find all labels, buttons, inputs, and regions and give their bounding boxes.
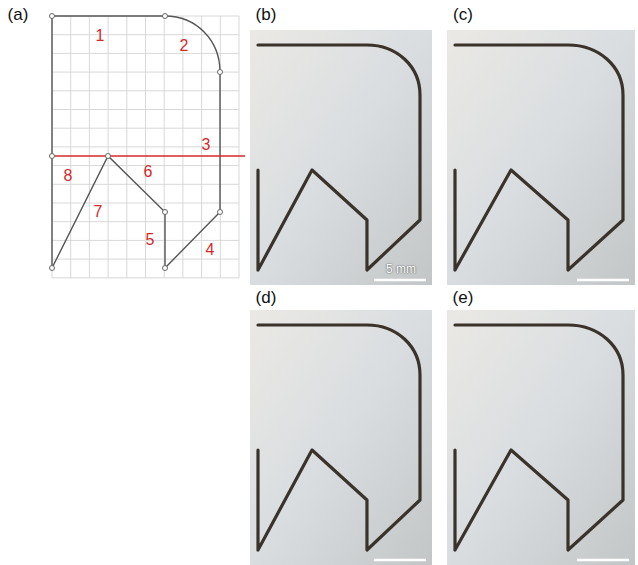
- panel-label: (c): [453, 6, 473, 23]
- segment-number: 6: [144, 164, 153, 180]
- engraved-line: [258, 45, 420, 270]
- engraved-line: [258, 325, 420, 550]
- grid-line: [52, 240, 239, 241]
- vertex-point: [218, 210, 223, 215]
- segment-number: 3: [202, 137, 211, 153]
- vertex-point: [163, 14, 168, 19]
- section-line: [52, 155, 245, 156]
- panel-label: (a): [8, 6, 29, 23]
- scale-label: 5 mm: [386, 263, 416, 275]
- segment-number: 1: [96, 28, 105, 44]
- toolpath-design: [50, 14, 246, 271]
- engraving-photos: [250, 30, 635, 565]
- grid-line: [52, 34, 239, 35]
- grid: [52, 16, 239, 278]
- vertex-point: [163, 210, 168, 215]
- vertex-point: [50, 154, 55, 159]
- segment-number: 2: [180, 38, 189, 54]
- grid-line: [52, 277, 239, 278]
- grid-line: [52, 203, 239, 204]
- grid-line: [52, 184, 239, 185]
- photo-background: [250, 30, 432, 285]
- scale-bar: [577, 559, 629, 562]
- segment-number: 7: [94, 204, 103, 220]
- toolpath: [52, 16, 220, 268]
- vertex-point: [50, 14, 55, 19]
- scale-bar: [577, 279, 629, 282]
- photo-background: [447, 310, 635, 565]
- panel-label: (d): [256, 289, 277, 306]
- scale-bar: [374, 559, 426, 562]
- panel-label: (e): [453, 289, 474, 306]
- grid-line: [52, 109, 239, 110]
- segment-number: 8: [64, 168, 73, 184]
- grid-line: [52, 72, 239, 73]
- vertex-point: [163, 266, 168, 271]
- vertex-point: [50, 266, 55, 271]
- segment-number: 4: [206, 242, 215, 258]
- photo-background: [447, 30, 635, 285]
- engraved-line: [455, 325, 623, 550]
- vertex-point: [218, 70, 223, 75]
- grid-line: [52, 146, 239, 147]
- panel-label: (b): [256, 6, 277, 23]
- engraved-line: [455, 45, 623, 270]
- grid-line: [52, 128, 239, 129]
- photo-background: [250, 310, 432, 565]
- vertex-point: [106, 154, 111, 159]
- segment-number: 5: [146, 232, 155, 248]
- grid-line: [52, 53, 239, 54]
- grid-line: [52, 259, 239, 260]
- scale-bar: [374, 279, 426, 282]
- grid-line: [52, 90, 239, 91]
